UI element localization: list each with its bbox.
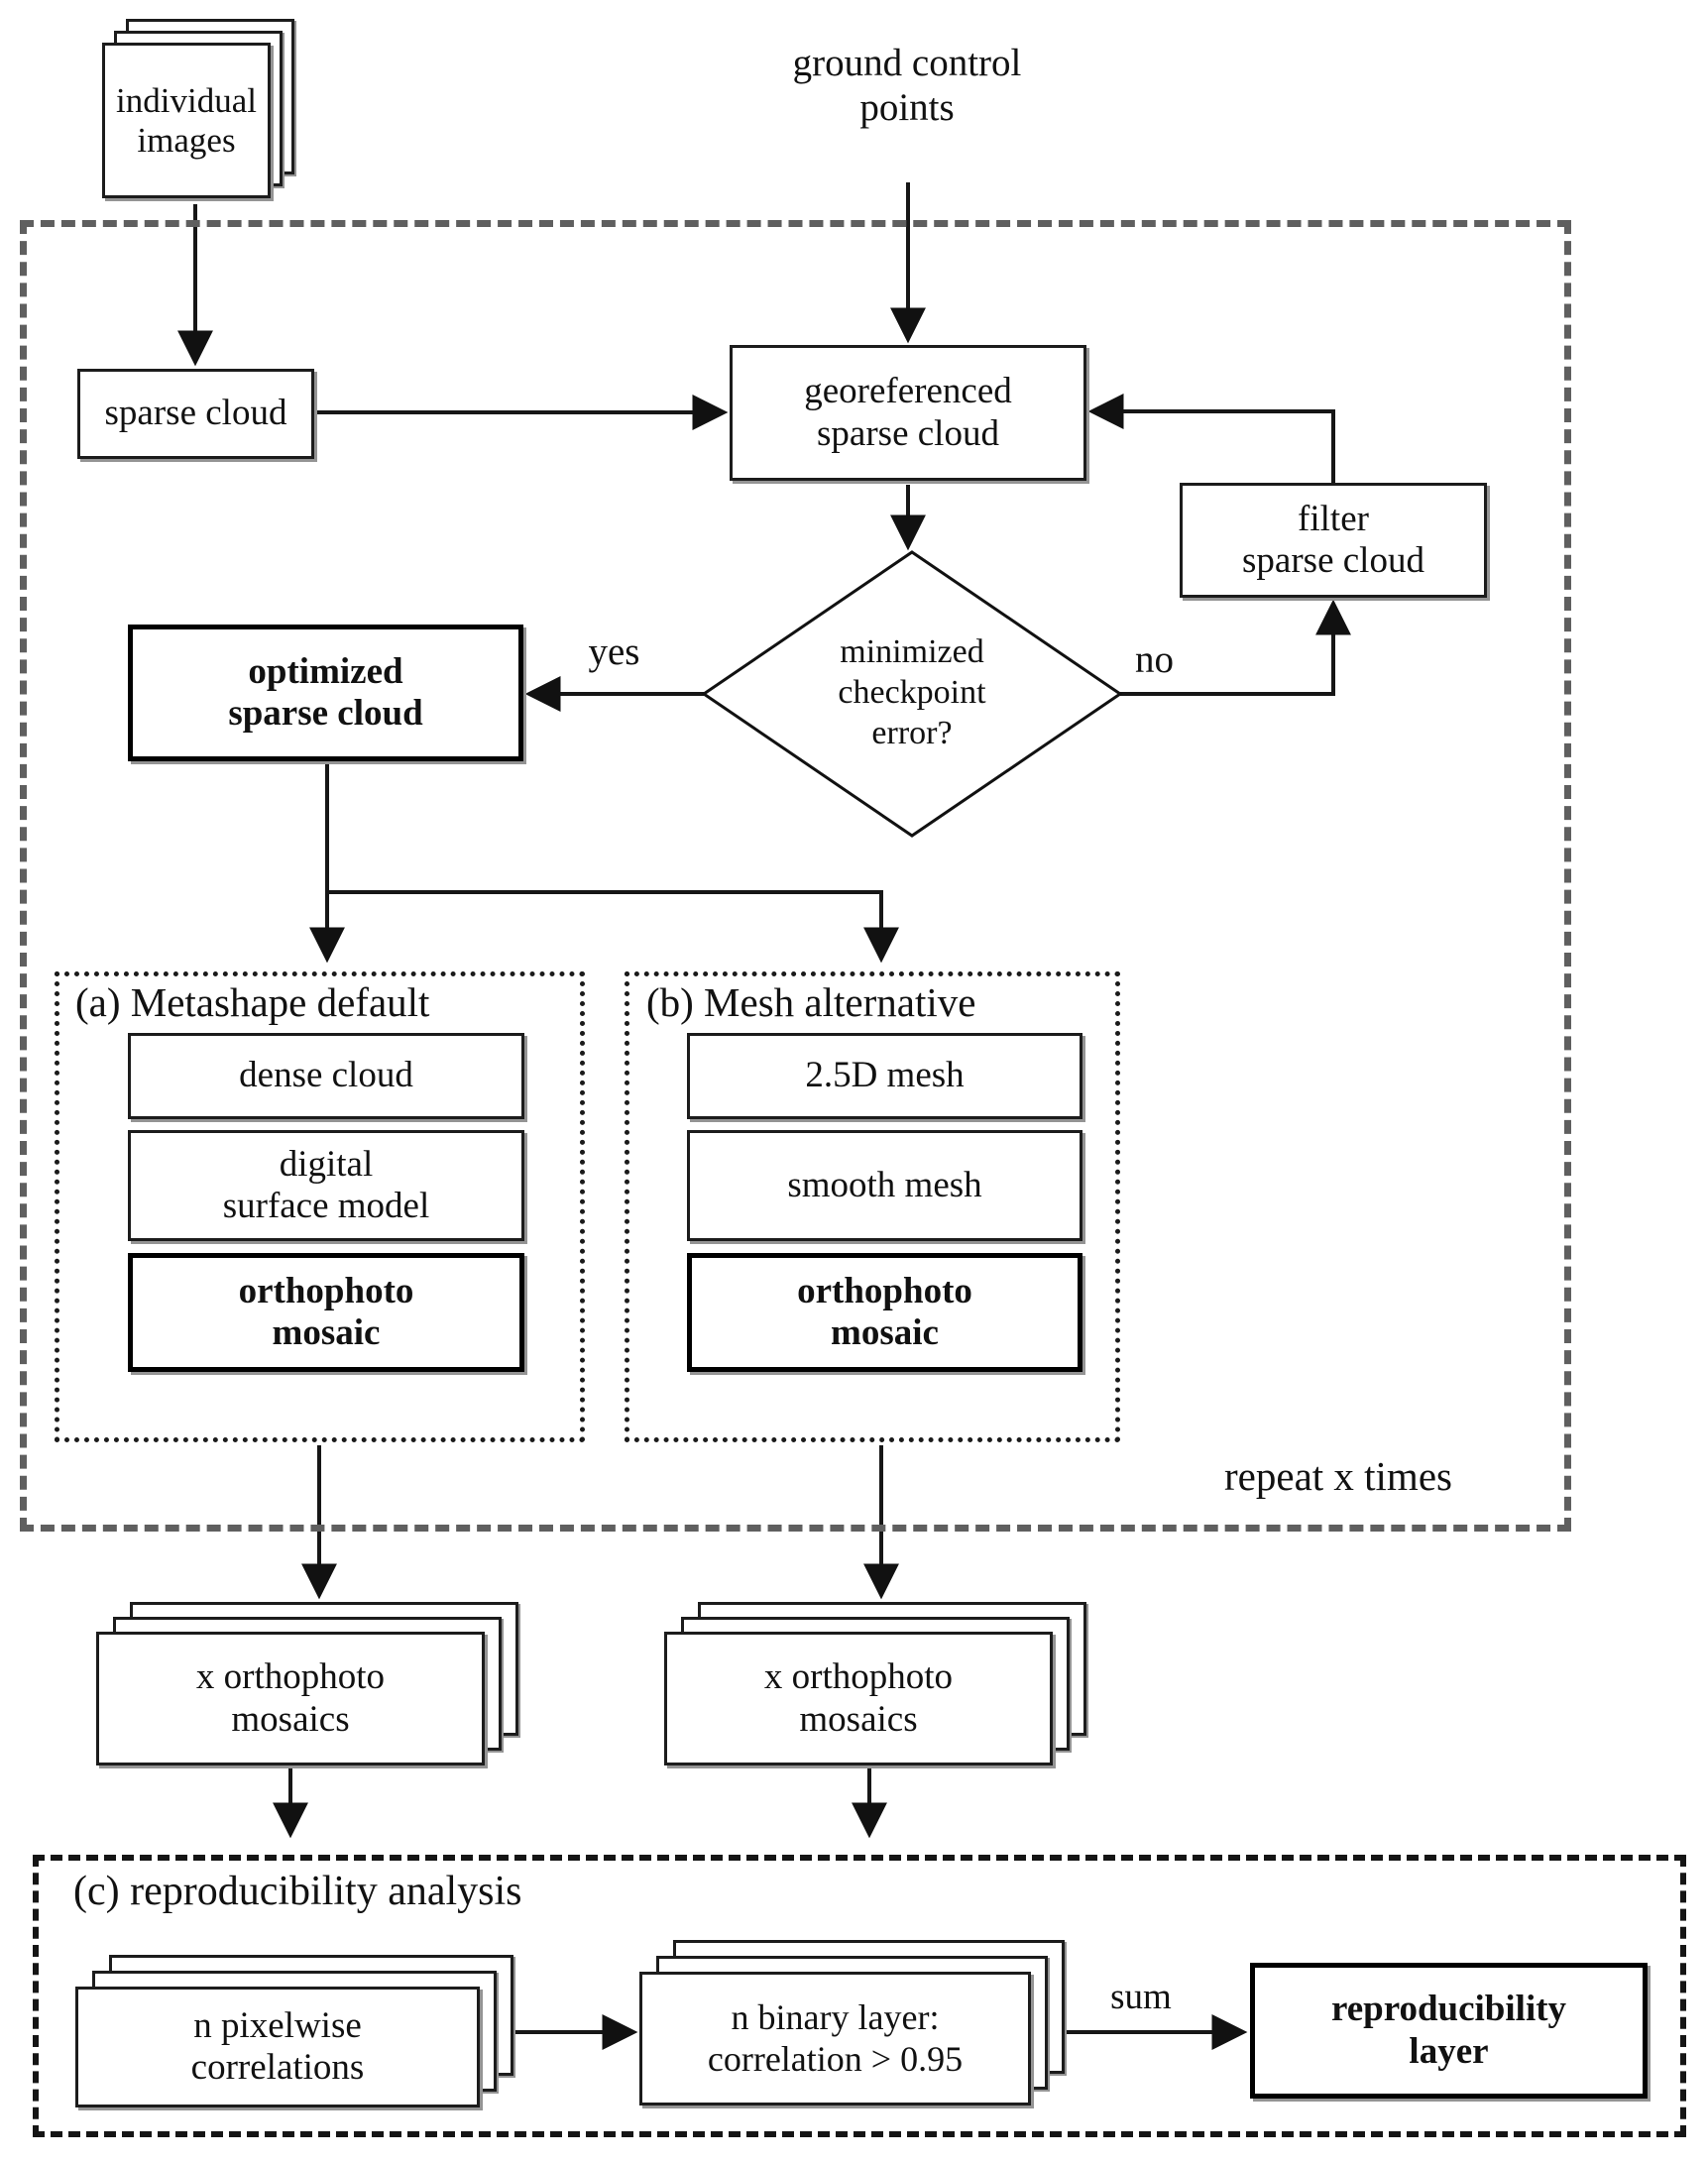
group-a-metashape-default xyxy=(55,971,585,1442)
node-optimized-sparse-cloud: optimized sparse cloud xyxy=(128,625,523,761)
group-c-title: (c) reproducibility analysis xyxy=(73,1869,522,1914)
edge-label-yes: yes xyxy=(588,630,640,673)
node-orthophoto-mosaic-b: orthophoto mosaic xyxy=(687,1253,1082,1372)
arrow-no-to-filter xyxy=(1120,599,1351,696)
edge-label-sum: sum xyxy=(1110,1977,1172,2017)
node-n-binary-layer: n binary layer: correlation > 0.95 xyxy=(639,1972,1031,2106)
node-x-orthophoto-mosaics-left: x orthophoto mosaics xyxy=(96,1632,485,1765)
node-individual-images: individual images xyxy=(102,43,271,198)
node-sparse-cloud: sparse cloud xyxy=(77,369,314,459)
node-n-pixelwise-correlations: n pixelwise correlations xyxy=(75,1987,480,2107)
node-filter-sparse-cloud: filter sparse cloud xyxy=(1180,483,1487,598)
group-a-title: (a) Metashape default xyxy=(75,979,430,1025)
node-ground-control-points: ground control points xyxy=(792,42,1022,129)
group-c-reproducibility-analysis xyxy=(33,1855,1686,2137)
node-smooth-mesh: smooth mesh xyxy=(687,1130,1082,1241)
arrow-filter-to-georef xyxy=(1087,394,1335,483)
node-reproducibility-layer: reproducibility layer xyxy=(1250,1963,1648,2099)
repeat-loop-group xyxy=(20,220,1571,1532)
group-b-title: (b) Mesh alternative xyxy=(646,979,976,1025)
node-dense-cloud: dense cloud xyxy=(128,1033,524,1119)
arrow-optimized-to-b xyxy=(327,890,899,964)
decision-diamond xyxy=(701,550,1123,838)
edge-label-no: no xyxy=(1135,638,1174,681)
node-georeferenced-sparse-cloud: georeferenced sparse cloud xyxy=(730,345,1086,481)
decision-label: minimized checkpoint error? xyxy=(838,633,986,751)
group-b-mesh-alternative xyxy=(625,971,1120,1442)
node-orthophoto-mosaic-a: orthophoto mosaic xyxy=(128,1253,524,1372)
node-25d-mesh: 2.5D mesh xyxy=(687,1033,1082,1119)
node-digital-surface-model: digital surface model xyxy=(128,1130,524,1241)
node-x-orthophoto-mosaics-right: x orthophoto mosaics xyxy=(664,1632,1053,1765)
repeat-x-times-label: repeat x times xyxy=(1224,1453,1452,1499)
